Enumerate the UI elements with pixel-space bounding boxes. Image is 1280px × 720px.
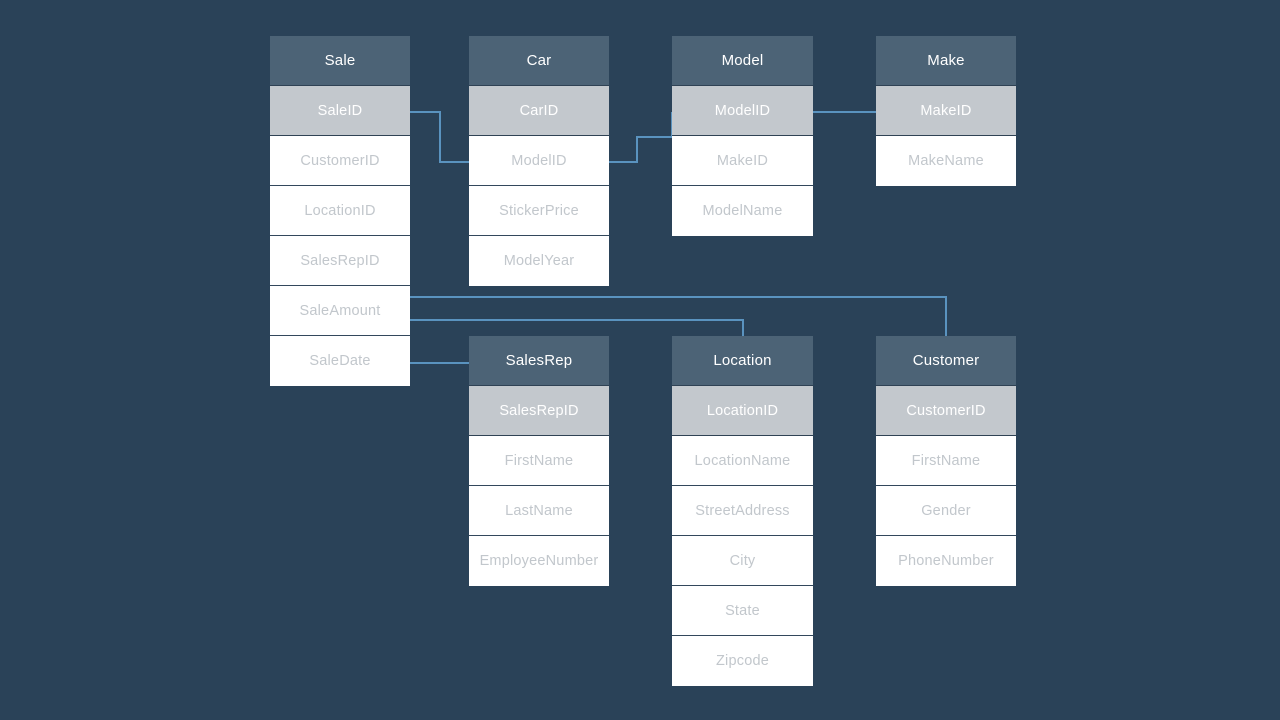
entity-field-salesrep-employeenumber[interactable]: EmployeeNumber bbox=[469, 536, 609, 586]
entity-field-customer-firstname[interactable]: FirstName bbox=[876, 436, 1016, 486]
entity-field-model-modelid[interactable]: ModelID bbox=[672, 86, 813, 136]
entity-field-model-modelname[interactable]: ModelName bbox=[672, 186, 813, 236]
entity-field-location-city[interactable]: City bbox=[672, 536, 813, 586]
entity-field-location-zipcode[interactable]: Zipcode bbox=[672, 636, 813, 686]
entity-field-sale-salesrepid[interactable]: SalesRepID bbox=[270, 236, 410, 286]
relationship-connector bbox=[410, 111, 469, 163]
relationship-connector bbox=[410, 296, 947, 336]
entity-field-location-state[interactable]: State bbox=[672, 586, 813, 636]
entity-title-model: Model bbox=[672, 36, 813, 86]
entity-field-salesrep-lastname[interactable]: LastName bbox=[469, 486, 609, 536]
entity-field-location-locationname[interactable]: LocationName bbox=[672, 436, 813, 486]
entity-field-sale-saleid[interactable]: SaleID bbox=[270, 86, 410, 136]
entity-field-sale-locationid[interactable]: LocationID bbox=[270, 186, 410, 236]
entity-field-sale-saleamount[interactable]: SaleAmount bbox=[270, 286, 410, 336]
entity-field-salesrep-salesrepid[interactable]: SalesRepID bbox=[469, 386, 609, 436]
relationship-connector bbox=[609, 112, 673, 163]
entity-field-location-locationid[interactable]: LocationID bbox=[672, 386, 813, 436]
relationship-connector bbox=[410, 319, 744, 336]
entity-field-car-stickerprice[interactable]: StickerPrice bbox=[469, 186, 609, 236]
entity-field-customer-customerid[interactable]: CustomerID bbox=[876, 386, 1016, 436]
entity-field-sale-saledate[interactable]: SaleDate bbox=[270, 336, 410, 386]
entity-title-car: Car bbox=[469, 36, 609, 86]
entity-field-car-modelyear[interactable]: ModelYear bbox=[469, 236, 609, 286]
entity-title-location: Location bbox=[672, 336, 813, 386]
entity-field-sale-customerid[interactable]: CustomerID bbox=[270, 136, 410, 186]
entity-field-car-carid[interactable]: CarID bbox=[469, 86, 609, 136]
entity-field-car-modelid[interactable]: ModelID bbox=[469, 136, 609, 186]
entity-title-salesrep: SalesRep bbox=[469, 336, 609, 386]
entity-field-make-makeid[interactable]: MakeID bbox=[876, 86, 1016, 136]
entity-title-customer: Customer bbox=[876, 336, 1016, 386]
entity-field-model-makeid[interactable]: MakeID bbox=[672, 136, 813, 186]
entity-field-salesrep-firstname[interactable]: FirstName bbox=[469, 436, 609, 486]
entity-field-customer-phonenumber[interactable]: PhoneNumber bbox=[876, 536, 1016, 586]
entity-field-customer-gender[interactable]: Gender bbox=[876, 486, 1016, 536]
entity-title-make: Make bbox=[876, 36, 1016, 86]
entity-field-location-streetaddress[interactable]: StreetAddress bbox=[672, 486, 813, 536]
entity-field-make-makename[interactable]: MakeName bbox=[876, 136, 1016, 186]
entity-title-sale: Sale bbox=[270, 36, 410, 86]
